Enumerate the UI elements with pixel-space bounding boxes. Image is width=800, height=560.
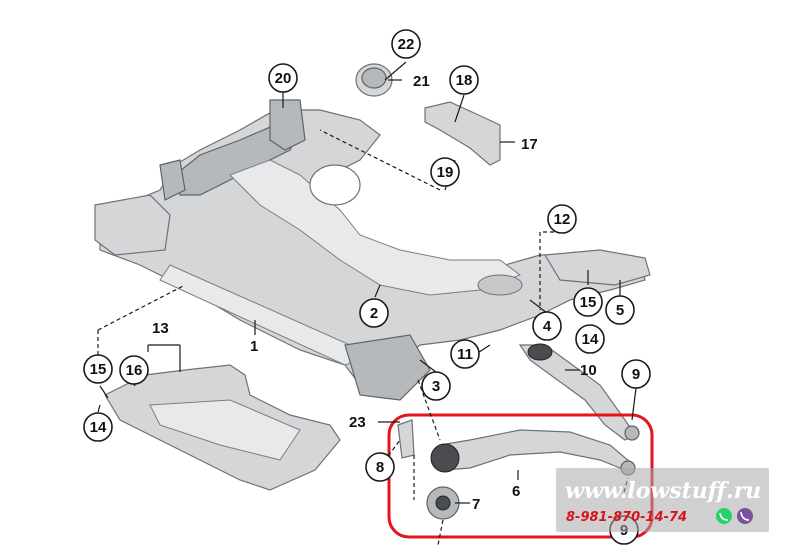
callout-15-left-label: 15: [90, 361, 107, 378]
callout-3[interactable]: 3: [421, 371, 451, 401]
watermark-site[interactable]: www.lowstuff.ru: [565, 478, 761, 504]
label-13: 13: [152, 320, 169, 337]
subframe-right-opening: [477, 274, 523, 296]
callout-5-label: 5: [616, 302, 624, 319]
callout-3-label: 3: [432, 378, 440, 395]
subframe-top-tower: [269, 99, 306, 151]
callout-9-upper[interactable]: 9: [621, 359, 651, 389]
callout-16[interactable]: 16: [119, 355, 149, 385]
tension-strut-ball-joint: [624, 425, 640, 441]
label-6: 6: [512, 483, 520, 500]
subframe-right-mount: [543, 249, 651, 286]
callout-18[interactable]: 18: [449, 65, 479, 95]
viber-icon[interactable]: [737, 508, 753, 524]
callout-19-label: 19: [437, 164, 454, 181]
subframe-rear-crossmember: [174, 124, 301, 196]
callout-12-label: 12: [554, 211, 571, 228]
callout-14-right-label: 14: [582, 331, 599, 348]
tension-strut-bushing: [527, 343, 553, 361]
label-1: 1: [250, 338, 258, 355]
callout-14-left-label: 14: [90, 419, 107, 436]
callout-16-label: 16: [126, 362, 143, 379]
callout-18-label: 18: [456, 72, 473, 89]
callout-2-label: 2: [370, 305, 378, 322]
subframe-front-bracket: [344, 334, 431, 401]
subframe-round-opening: [309, 164, 361, 206]
label-10: 10: [580, 362, 597, 379]
heat-shield-17: [424, 101, 501, 166]
callout-8-label: 8: [376, 459, 384, 476]
callout-19[interactable]: 19: [430, 157, 460, 187]
callout-4-label: 4: [543, 318, 552, 335]
callout-2[interactable]: 2: [359, 298, 389, 328]
whatsapp-icon[interactable]: [716, 508, 732, 524]
callout-11-label: 11: [457, 346, 473, 363]
callout-22-label: 22: [398, 36, 415, 53]
callout-12[interactable]: 12: [547, 204, 577, 234]
callout-9-upper-label: 9: [632, 366, 640, 383]
callout-14-left[interactable]: 14: [83, 412, 113, 442]
bracket-23: [397, 419, 415, 459]
callout-15-left[interactable]: 15: [83, 354, 113, 384]
label-23: 23: [349, 414, 366, 431]
watermark-banner: www.lowstuff.ru 8-981-870-14-74: [556, 468, 769, 532]
callout-11[interactable]: 11: [450, 339, 480, 369]
wishbone-6: [439, 429, 631, 471]
callout-22[interactable]: 22: [391, 29, 421, 59]
underbody-plate-rib: [149, 399, 301, 461]
callout-20[interactable]: 20: [268, 63, 298, 93]
label-17: 17: [521, 136, 538, 153]
callout-20-label: 20: [275, 70, 292, 87]
callout-15-right-label: 15: [580, 294, 597, 311]
engine-mount-21: [355, 63, 393, 97]
callout-8[interactable]: 8: [365, 452, 395, 482]
subframe-left-mount: [94, 194, 171, 256]
wishbone-bushing: [430, 443, 460, 473]
callout-14-right[interactable]: 14: [575, 324, 605, 354]
rubber-bushing-7: [426, 486, 460, 520]
label-21: 21: [413, 73, 430, 90]
watermark-phone[interactable]: 8-981-870-14-74: [566, 510, 687, 525]
callout-4[interactable]: 4: [532, 311, 562, 341]
label-7: 7: [472, 496, 480, 513]
subframe-artwork: [94, 99, 651, 401]
subframe-left-tower: [159, 159, 186, 201]
callout-5[interactable]: 5: [605, 295, 635, 325]
callout-15-right[interactable]: 15: [573, 287, 603, 317]
